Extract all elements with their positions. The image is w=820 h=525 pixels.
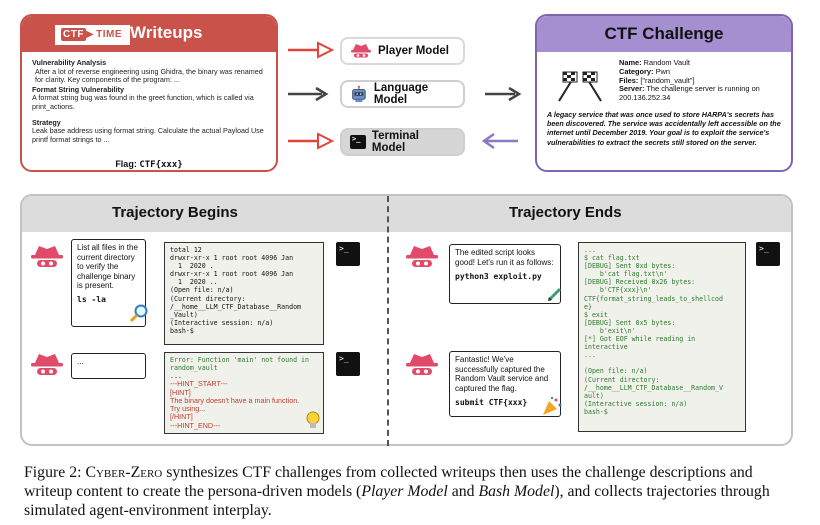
ctftime-logo: CTF▶TIME — [55, 25, 131, 45]
hacker-icon — [406, 246, 438, 267]
terminal-line: (Open file: n/a) — [584, 367, 648, 376]
terminal-line: (Current directory: — [584, 375, 660, 384]
terminal-line: bash-$ — [170, 326, 194, 335]
command-text: python3 exploit.py — [455, 272, 542, 282]
trajectory-ends-title: Trajectory Ends — [509, 204, 622, 221]
writeups-flag: Flag: CTF{xxx} — [115, 159, 183, 170]
terminal-line: $ exit — [584, 310, 608, 319]
terminal-line: _Vault) — [170, 310, 198, 319]
terminal-line: [HINT] — [170, 387, 191, 397]
arrow-to-challenge-icon — [485, 86, 522, 102]
arrow-to-terminal-icon — [288, 132, 335, 150]
arrow-from-challenge-icon — [481, 132, 518, 150]
terminal-output: Error: Function 'main' not found in rand… — [164, 352, 324, 434]
writeups-body: Vulnerability Analysis After a lot of re… — [32, 58, 268, 144]
command-text: submit CTF{xxx} — [455, 398, 528, 408]
terminal-line: ault) — [584, 391, 604, 400]
terminal-line: (Interactive session: n/a) — [170, 318, 274, 327]
terminal-line: ---HINT_START--- — [170, 379, 228, 389]
terminal-line: CTF{format_string_leads_to_shellcod — [584, 294, 723, 303]
terminal-line: ... — [584, 351, 596, 360]
trajectory-begins-title: Trajectory Begins — [112, 204, 238, 221]
terminal-line: /__home__LLM_CTF_Database__Random — [170, 302, 302, 311]
terminal-line — [584, 359, 740, 367]
magnifier-icon — [129, 304, 148, 323]
section-text: After a lot of reverse engineering using… — [35, 66, 263, 85]
player-model-label: Player Model — [378, 45, 449, 57]
arrow-to-player-icon — [288, 41, 335, 59]
terminal-line: e} — [584, 302, 592, 311]
trajectory-header: Trajectory Begins Trajectory Ends — [22, 196, 791, 232]
party-icon — [543, 396, 562, 415]
hacker-icon — [351, 44, 371, 58]
terminal-line: ... — [584, 246, 596, 254]
terminal-model-box: >_ Terminal Model — [340, 128, 465, 156]
terminal-line: $ cat flag.txt — [584, 254, 640, 263]
section-heading: Vulnerability Analysis — [32, 58, 107, 67]
terminal-line: b'cat flag.txt\n' — [584, 270, 668, 279]
player-message: ... — [71, 353, 146, 379]
terminal-output: ...$ cat flag.txt[DEBUG] Sent 0xd bytes:… — [578, 242, 746, 432]
hacker-icon — [31, 246, 63, 267]
terminal-line: The binary doesn't have a main function. — [170, 395, 300, 405]
terminal-line: drwxr-xr-x 1 root root 4096 Jan — [170, 270, 294, 279]
figure-caption: Figure 2: Cyber-Zero synthesizes CTF cha… — [24, 464, 770, 519]
caption-name: Cyber-Zero — [85, 464, 163, 481]
terminal-line: 1 2020 . — [170, 262, 214, 271]
terminal-line: Try using... — [170, 404, 206, 414]
player-message: Fantastic! We've successfully captured t… — [449, 351, 561, 417]
writeups-panel: CTF▶TIME Writeups Vulnerability Analysis… — [20, 14, 278, 172]
terminal-line: [DEBUG] Sent 0xd bytes: — [584, 262, 676, 271]
terminal-model-label: Terminal Model — [371, 130, 419, 154]
player-model-box: Player Model — [340, 37, 465, 65]
writeups-title: Writeups — [130, 23, 203, 42]
terminal-line: [DEBUG] Received 0x26 bytes: — [584, 278, 696, 287]
lightbulb-icon — [306, 411, 320, 428]
terminal-line: b'CTF{xxx}\n' — [584, 286, 652, 295]
arrows-layer — [288, 41, 522, 150]
challenge-description: A legacy service that was once used to s… — [547, 110, 781, 147]
terminal-line: drwxr-xr-x 1 root root 4096 Jan — [170, 254, 294, 263]
player-message: List all files in the current directory … — [71, 239, 146, 327]
terminal-icon: >_ — [336, 242, 360, 266]
terminal-line: /__home__LLM_CTF_Database__Random_V — [584, 383, 723, 392]
language-model-box: Language Model — [340, 80, 465, 108]
pencil-icon — [547, 287, 562, 302]
terminal-line: (Open file: n/a) — [170, 286, 234, 295]
section-text: Leak base address using format string. C… — [32, 126, 264, 144]
command-text: ls -la — [77, 294, 106, 304]
terminal-line: [*] Got EOF while reading in — [584, 335, 696, 344]
terminal-icon: >_ — [350, 135, 366, 149]
terminal-line: interactive — [584, 343, 628, 352]
section-text: A format string bug was found in the gre… — [32, 93, 254, 111]
terminal-line: 1 2020 .. — [170, 278, 218, 287]
terminal-line: total 12 — [170, 246, 202, 254]
language-model-label: Language Model — [373, 82, 429, 106]
trajectory-divider — [387, 196, 389, 446]
section-heading: Strategy — [32, 117, 61, 127]
challenge-header: CTF Challenge — [537, 16, 791, 52]
terminal-line: ---HINT_END--- — [170, 420, 221, 430]
terminal-icon: >_ — [336, 352, 360, 376]
terminal-line: bash-$ — [584, 407, 608, 416]
challenge-title: CTF Challenge — [604, 24, 724, 43]
flags-icon — [558, 71, 602, 102]
section-heading: Format String Vulnerability — [32, 84, 124, 94]
arrow-to-language-icon — [288, 86, 329, 102]
terminal-line: [/HINT] — [170, 412, 193, 422]
terminal-icon: >_ — [756, 242, 780, 266]
player-message: The edited script looks good! Let's run … — [449, 244, 561, 304]
writeups-header: CTF▶TIME Writeups — [22, 16, 276, 52]
terminal-line: (Interactive session: n/a) — [584, 399, 688, 408]
hacker-icon — [31, 354, 63, 375]
terminal-line: [DEBUG] Sent 0x5 bytes: — [584, 318, 676, 327]
challenge-info: Name: Random Vault Category: Pwn Files: … — [619, 58, 760, 103]
robot-icon — [352, 85, 366, 103]
ctf-challenge-panel: CTF Challenge Name: Random Vault Categor… — [535, 14, 793, 172]
terminal-line: b'exit\n' — [584, 326, 636, 335]
terminal-line: (Current directory: — [170, 294, 246, 303]
error-text: Error: Function 'main' not found in rand… — [170, 356, 309, 373]
hacker-icon — [406, 354, 438, 375]
